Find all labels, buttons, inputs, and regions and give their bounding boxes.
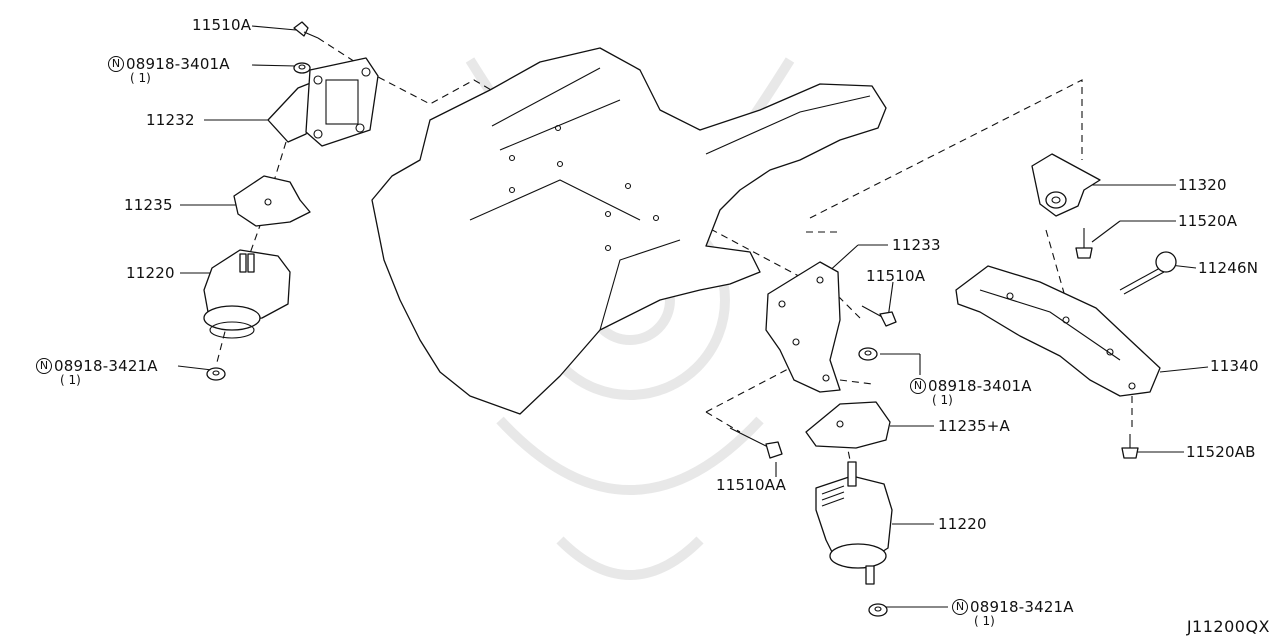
label-11510aa: 11510AA [716,476,787,494]
left-bottom-nut [206,367,226,381]
label-11520ab: 11520AB [1186,443,1256,461]
qty-08918-3401a-right: ( 1) [932,393,953,407]
label-11233: 11233 [892,236,941,254]
label-11340: 11340 [1210,357,1259,375]
right-bolt-11510a [861,305,897,327]
label-08918-3401a-left: 08918-3401A [126,55,230,73]
label-11235-a: 11235+A [938,417,1010,435]
left-nut [293,62,311,74]
label-11220-right: 11220 [938,515,987,533]
right-nut [858,347,878,361]
qty-08918-3421a-right: ( 1) [974,614,995,628]
label-11320: 11320 [1178,176,1227,194]
n-mark-icon: N [952,599,968,615]
label-11520a: 11520A [1178,212,1238,230]
left-insulator-11235 [233,175,311,227]
right-bottom-nut [868,603,888,617]
label-11510a-top: 11510A [192,16,252,34]
label-08918-3401a-right: 08918-3401A [928,377,1032,395]
label-11235: 11235 [124,196,173,214]
left-bolt-11510a [293,21,319,39]
qty-08918-3421a-left: ( 1) [60,373,81,387]
label-08918-3421a-left: 08918-3421A [54,357,158,375]
rear-insulator-11320 [1031,153,1101,217]
diagram-code: J11200QX [1186,617,1270,636]
label-11510a-right: 11510A [866,267,926,285]
right-mount-11220 [815,461,893,585]
rear-bolt-11520a [1075,228,1093,259]
qty-08918-3401a-left: ( 1) [130,71,151,85]
leader-lines [177,25,1209,608]
n-mark-icon: N [36,358,52,374]
label-08918-3421a-right: 08918-3421A [970,598,1074,616]
label-11220-left: 11220 [126,264,175,282]
lower-bolt-11510aa [729,427,783,459]
label-11246n: 11246N [1198,259,1259,277]
right-insulator-11235a [805,401,891,449]
crossmember-11340 [955,265,1161,397]
left-mount-11220 [203,249,291,339]
engine-block [371,47,887,415]
left-bracket-11232 [267,57,379,147]
rear-bolt-11520ab [1121,434,1139,459]
right-bracket-11233 [765,261,841,393]
n-mark-icon: N [910,378,926,394]
label-11232: 11232 [146,111,195,129]
rear-bolt-11246n [1119,251,1177,295]
n-mark-icon: N [108,56,124,72]
